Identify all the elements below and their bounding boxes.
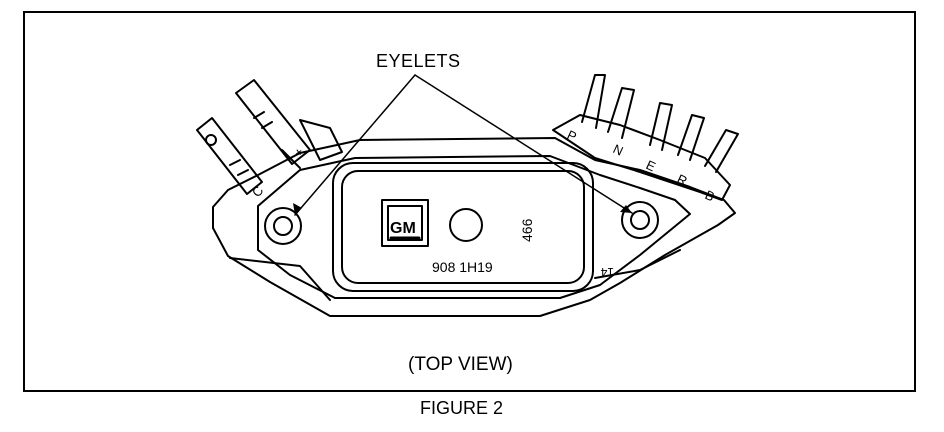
center-panel-inner xyxy=(341,170,585,284)
gm-logo-icon xyxy=(381,199,429,247)
left-eyelet xyxy=(264,207,302,245)
center-hole xyxy=(449,208,483,242)
eyelets-callout: EYELETS xyxy=(376,51,461,71)
terminal-p-label: P xyxy=(565,127,579,144)
flange-line xyxy=(229,257,331,301)
eyelets-leader-lines xyxy=(294,74,633,216)
right-connector-housing xyxy=(552,114,731,201)
gm-logo-text: GM xyxy=(390,220,416,237)
center-panel xyxy=(332,162,594,292)
arrowhead-right xyxy=(620,205,632,213)
module-rim xyxy=(257,155,691,299)
flange-line-right xyxy=(594,249,681,279)
terminal-n-label: N xyxy=(611,141,626,159)
module-code: 466 xyxy=(519,218,535,242)
right-pins xyxy=(581,74,739,173)
figure-frame xyxy=(23,11,916,392)
arrowhead-left xyxy=(293,203,302,215)
pin-number: 14 xyxy=(600,265,614,279)
part-number: 908 1H19 xyxy=(432,259,493,275)
left-terminal-plus xyxy=(235,79,343,169)
left-terminal-c xyxy=(196,117,263,195)
right-eyelet xyxy=(621,201,659,239)
module-body xyxy=(212,137,736,317)
figure-caption: FIGURE 2 xyxy=(420,398,504,418)
view-caption: (TOP VIEW) xyxy=(408,354,513,375)
terminal-c-label: C xyxy=(249,183,267,200)
